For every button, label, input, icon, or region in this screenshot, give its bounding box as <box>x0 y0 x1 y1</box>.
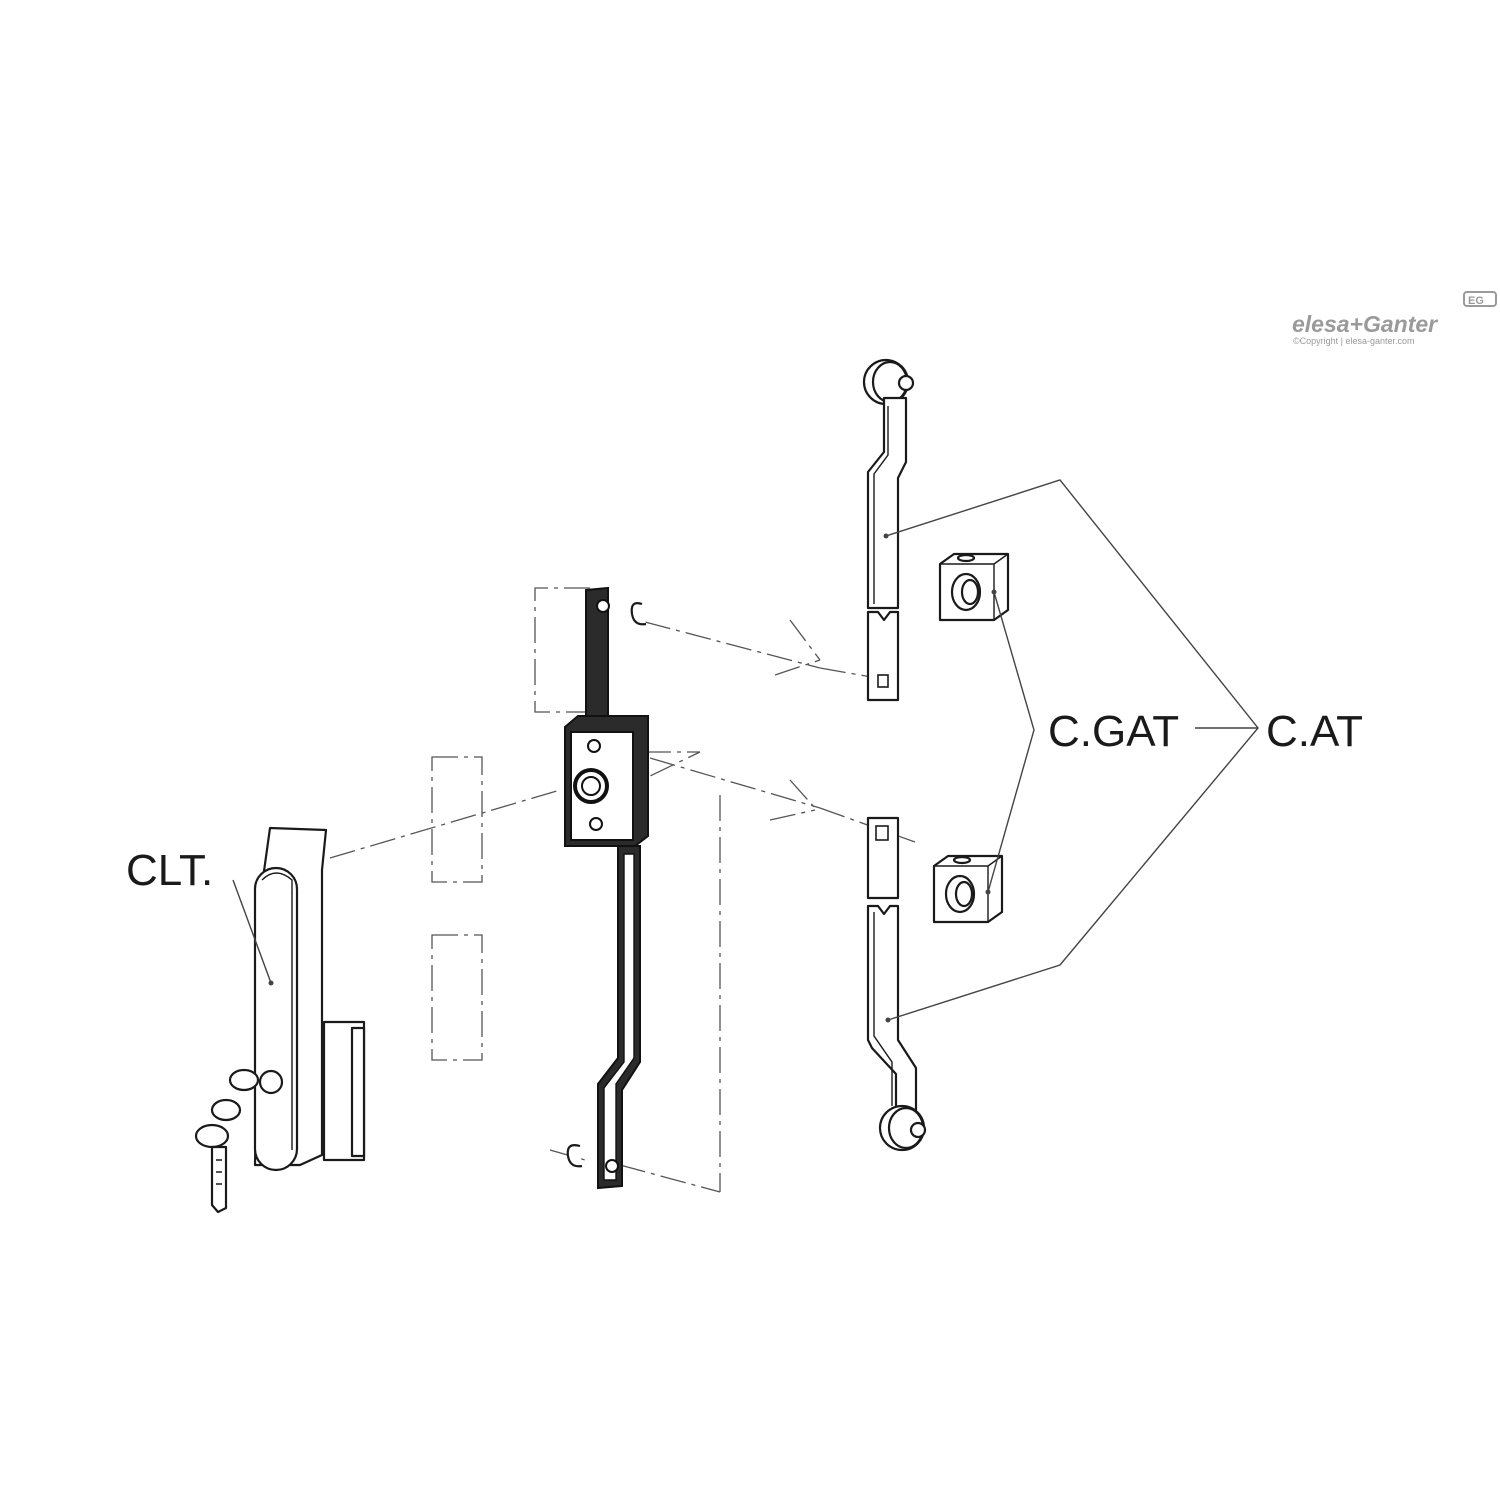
brand-copyright: ©Copyright | elesa-ganter.com <box>1293 336 1415 346</box>
lower-rod-end <box>866 816 900 900</box>
latch-mechanism <box>564 586 649 1190</box>
lower-extension-rod <box>866 816 927 1152</box>
cutout-lower <box>431 934 483 1061</box>
leader-lines <box>232 479 1259 1021</box>
handle-lever <box>253 866 299 1172</box>
lower-rod-bar <box>866 904 918 1112</box>
assembly-axes <box>329 587 916 1193</box>
swing-handle <box>194 826 366 1214</box>
brand-mark-icon <box>1463 291 1497 307</box>
upper-rod-end <box>866 610 900 702</box>
brand-logo: elesa+Ganter EG ©Copyright | elesa-gante… <box>1292 291 1497 346</box>
guide-label: C.GAT <box>1048 707 1179 756</box>
handle-label: CLT. <box>126 846 213 895</box>
upper-extension-rod <box>862 358 915 702</box>
lock-body-side <box>350 1026 366 1158</box>
door-cutouts <box>431 756 483 1061</box>
guide-block-lower <box>932 854 1004 924</box>
cutout-upper <box>431 756 483 883</box>
upper-circlip <box>630 602 647 626</box>
brand-logo-text: elesa+Ganter <box>1292 311 1438 337</box>
guide-leader <box>987 591 1035 893</box>
guide-block-upper <box>938 552 1010 622</box>
lower-circlip <box>566 1144 583 1168</box>
upper-rod-bar <box>866 396 908 610</box>
key-icon <box>194 1068 260 1214</box>
lower-rod-pin <box>605 1159 619 1173</box>
rod-set-label: C.AT <box>1266 707 1363 756</box>
brand-mark-text: EG <box>1468 295 1484 307</box>
handle-leader <box>232 879 272 984</box>
lock-cylinder <box>258 1069 284 1095</box>
handle-lever-edge <box>261 872 293 1150</box>
upper-rod-pin <box>596 599 610 613</box>
